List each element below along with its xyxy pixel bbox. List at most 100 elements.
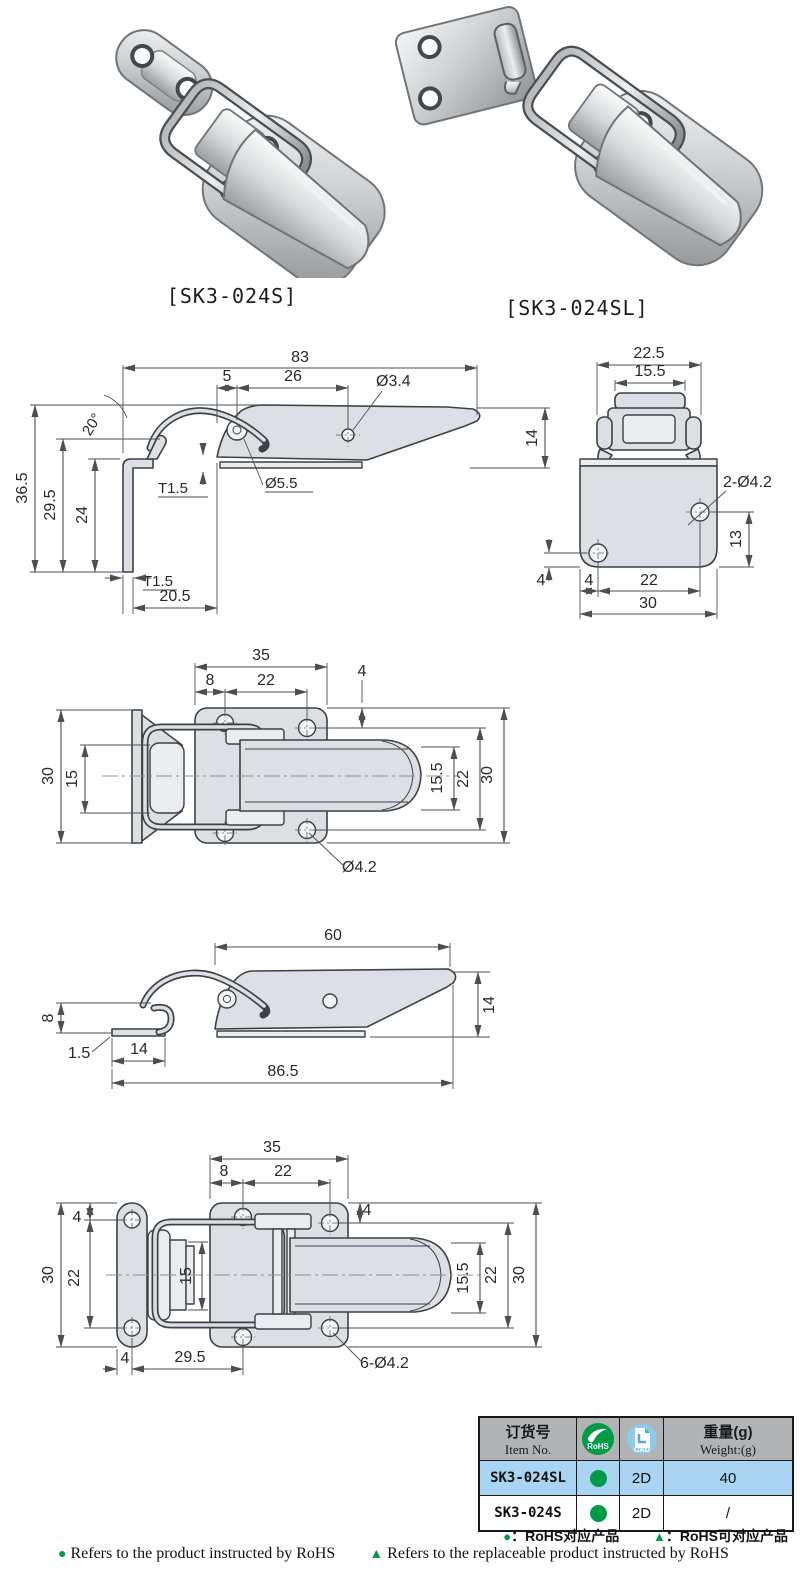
dim-label: 20.5 [159,588,190,605]
legend-en-dot-text: Refers to the product instructed by RoHS [70,1545,336,1562]
dim-label: 15 [64,770,81,788]
table-row-item: SK3-024S [480,1496,576,1530]
dim-label: 6-Ø4.2 [360,1355,409,1372]
rohs-dot-icon [589,1504,607,1522]
dim-label: 1.5 [68,1045,90,1062]
product-label-s: [SK3-024S] [166,284,298,308]
dim-label: 4 [358,663,367,680]
dim-label: 20° [79,410,105,438]
dim-label: 15.5 [455,1262,472,1293]
dim-label: 22 [640,572,658,589]
pivot-hole [217,989,237,1009]
dim-label: 83 [291,349,309,366]
hook-curl [493,22,527,81]
product-photo-sk3-024s [115,29,386,278]
drawing-side-view-s: 60 8 1.5 14 86.5 14 [40,927,498,1089]
catch-plate-edge [131,709,143,844]
dim-label: 22 [455,770,472,788]
dim-label: 30 [639,595,657,612]
catch-bracket [122,458,154,573]
dim-label: 8 [206,672,215,689]
dim-label: 30 [511,1266,528,1284]
product-photo-sk3-024sl [395,6,764,267]
legend-cn-dot-text: ：RoHS对应产品 [511,1528,620,1544]
dim-label: 8 [40,1013,57,1022]
dim-label: 14 [130,1041,148,1058]
rohs-dot-icon: ● [58,1547,67,1562]
dim-label: 30 [40,1266,57,1284]
dim-label: 8 [220,1163,229,1180]
dim-label: 30 [479,766,496,784]
dim-label: 4 [73,1209,82,1226]
dim-label: 15.5 [429,762,446,793]
legend-cn-tri-text: ：RoHS可对应产品 [665,1528,788,1544]
col-header-item: 订货号 Item No. [480,1418,576,1460]
dim-label: 14 [524,429,541,447]
dim-label: 4 [363,1202,372,1219]
dim-label: 2-Ø4.2 [723,474,772,491]
dim-label: 60 [324,927,342,944]
mount-hole [417,35,442,60]
table-row-cad: 2D [620,1461,663,1495]
dim-label: Ø5.5 [265,475,298,492]
dim-label: 4 [585,572,594,589]
dim-label: 35 [263,1139,281,1156]
dim-label: 15 [178,1267,195,1285]
col-header-rohs: RoHS [577,1418,619,1460]
mount-hole [418,86,443,111]
rohs-icon: RoHS [582,1423,614,1455]
body-outline [579,465,718,568]
base-strip [216,1030,366,1038]
rivet-hole [322,993,338,1009]
pivot-bar [254,1213,312,1230]
table-row-weight: / [664,1496,792,1530]
product-label-sl: [SK3-024SL] [505,296,649,320]
dim-label: 22 [66,1269,83,1287]
dim-label: Ø3.4 [376,373,411,390]
dim-label: 13 [728,530,745,548]
dim-label: 22 [483,1266,500,1284]
drawing-top-view-sl: 35 8 22 4 30 15 15.5 22 30 Ø4.2 [40,647,510,876]
dim-label: 35 [252,647,270,664]
table-row-rohs [577,1461,619,1495]
lever-arm [595,105,742,247]
pivot-bar [254,1313,312,1330]
dim-label: T1.5 [143,573,173,590]
dim-label: 26 [284,368,302,385]
drawing-side-view-sl: 83 5 26 Ø3.4 20° 36.5 29.5 24 T1.5 Ø5.5 … [14,349,550,614]
drawing-end-view: 22.5 15.5 2-Ø4.2 13 4 4 22 30 [537,345,772,619]
dim-label: 15.5 [634,363,665,380]
flange [579,458,718,467]
dim-label: 24 [74,506,91,524]
col-header-weight: 重量(g) Weight:(g) [664,1418,792,1460]
dim-label: 4 [537,572,546,589]
catch-plate-photo [395,6,538,126]
table-row-rohs [577,1496,619,1530]
dim-label: 4 [121,1350,130,1367]
mount-hole [130,43,155,68]
lever-arm [222,128,370,270]
lever-arm [239,739,422,812]
dim-label: 14 [481,996,498,1014]
pivot-bar [225,809,285,826]
rohs-triangle-icon: ▲ [653,1529,666,1544]
base-strip [219,461,363,469]
col-header-cad: CAD [620,1418,663,1460]
latch-photo-s [115,29,386,278]
cad-icon: CAD [626,1424,657,1454]
dim-label: 86.5 [267,1063,298,1080]
dim-label: Ø4.2 [342,859,377,876]
rohs-dot-icon: ● [503,1529,512,1544]
latch-photo-sl [522,45,764,267]
rohs-dot-icon [589,1469,607,1487]
table-row-item: SK3-024SL [480,1461,576,1495]
spec-table: 订货号 Item No. RoHS CAD 重量(g) Weight:(g) S… [478,1416,794,1532]
dim-label: 29.5 [174,1349,205,1366]
rohs-triangle-icon: ▲ [369,1547,384,1562]
dim-label: 30 [40,767,57,785]
dim-label: 5 [223,368,232,385]
dim-label: 22 [274,1163,292,1180]
legend-chinese: ●：RoHS对应产品 ▲：RoHS可对应产品 [503,1526,788,1546]
dim-label: T1.5 [158,480,188,497]
legend-english: ● Refers to the product instructed by Ro… [58,1545,729,1563]
